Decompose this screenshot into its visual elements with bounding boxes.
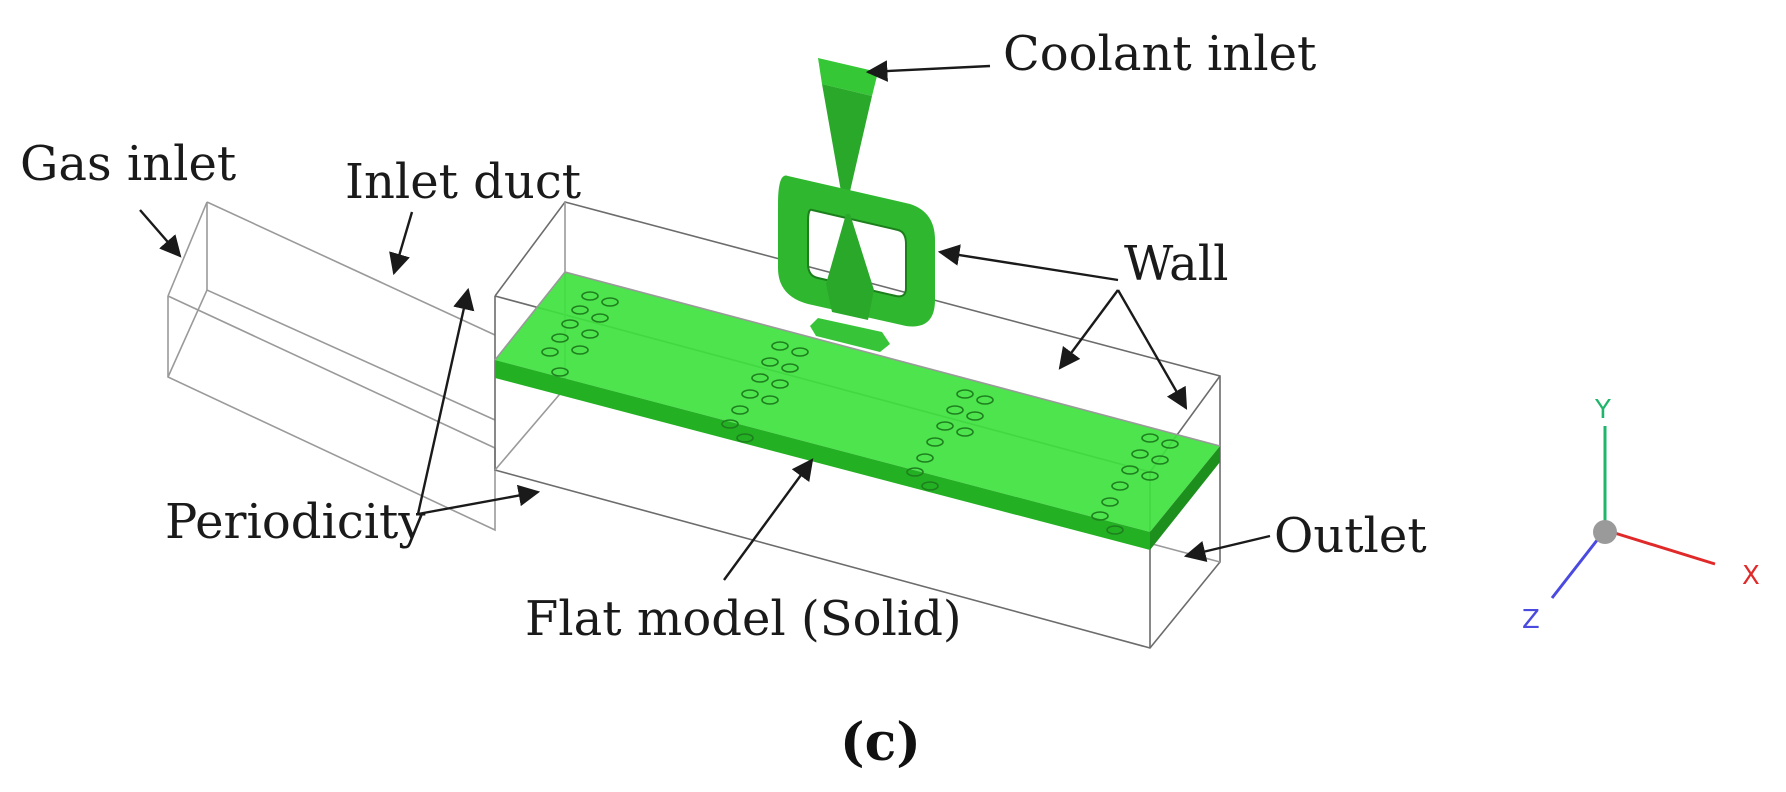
label-periodicity: Periodicity [165, 494, 425, 550]
label-flat-model: Flat model (Solid) [525, 591, 962, 647]
leader-lines [139, 60, 1271, 581]
arrow-gas-inlet [139, 209, 182, 258]
axis-z-label: Z [1522, 605, 1540, 635]
arrow-wall-3 [1116, 289, 1188, 410]
inlet-duct-box [167, 201, 496, 532]
plenum-ring [778, 175, 935, 327]
label-coolant-inlet: Coolant inlet [1003, 26, 1316, 82]
plenum-funnel-top [818, 58, 878, 96]
axis-origin [1593, 520, 1617, 544]
arrow-periodicity-2 [417, 484, 541, 516]
flat-model-solid [494, 271, 1221, 550]
arrow-flat-model [723, 458, 814, 581]
coolant-plenum [778, 58, 935, 352]
plenum-base [810, 318, 890, 352]
axis-triad: Y X Z [1522, 395, 1760, 635]
plenum-neck [826, 214, 874, 320]
plate-front [495, 360, 1150, 550]
axis-x-line [1604, 528, 1716, 566]
arrow-outlet [1183, 534, 1271, 563]
plate-side [1150, 446, 1220, 550]
plenum-ring-inner [807, 208, 907, 298]
figure-caption: (c) [840, 712, 921, 773]
label-wall: Wall [1124, 236, 1228, 292]
plenum-funnel [822, 84, 872, 214]
arrow-wall-2 [1058, 289, 1119, 370]
arrow-periodicity-1 [416, 287, 475, 515]
axis-z-line [1550, 529, 1607, 599]
arrow-coolant-inlet [865, 60, 991, 82]
label-gas-inlet: Gas inlet [20, 136, 236, 192]
label-inlet-duct: Inlet duct [345, 154, 581, 210]
label-outlet: Outlet [1274, 508, 1427, 564]
axis-y-label: Y [1594, 395, 1611, 425]
cooling-holes [541, 291, 1179, 535]
arrow-wall-1 [937, 244, 1119, 282]
axis-x-label: X [1742, 561, 1760, 591]
arrow-inlet-duct [389, 211, 414, 276]
plate-top [495, 272, 1220, 532]
